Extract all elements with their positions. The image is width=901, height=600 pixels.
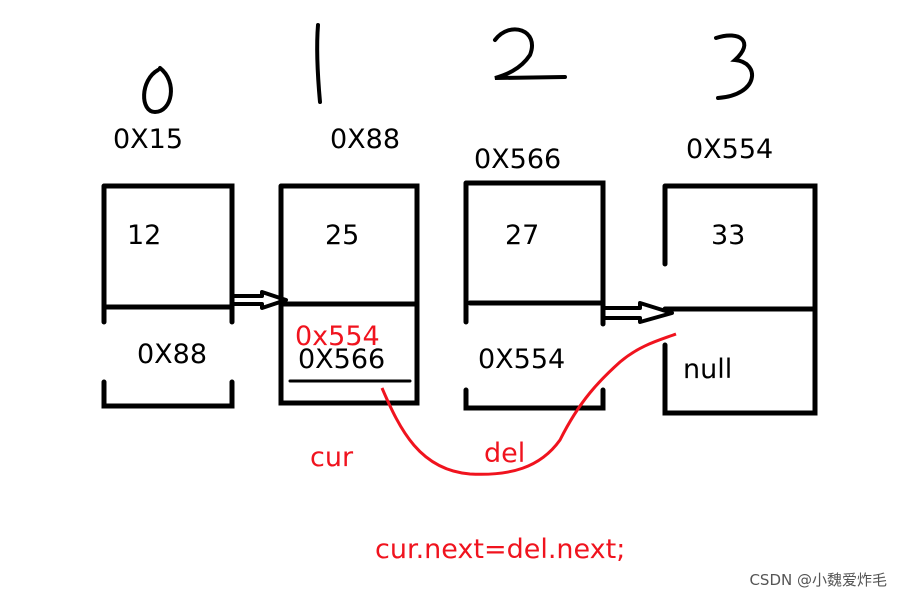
node-3-address: 0X554: [686, 134, 774, 165]
index-1-glyph: [315, 23, 322, 104]
node-1-next-new: 0x554: [295, 321, 380, 352]
node-1-address: 0X88: [330, 124, 401, 155]
node-2-value: 27: [505, 220, 540, 251]
cur-label: cur: [310, 442, 354, 473]
node-3-box: [662, 183, 818, 416]
node-0-value: 12: [127, 220, 162, 251]
index-0-glyph: [142, 66, 173, 115]
red-link-cur-to-node3: [380, 332, 677, 476]
node-0-box: [101, 183, 235, 409]
node-3-next: null: [683, 354, 733, 385]
node-0-next: 0X88: [137, 339, 208, 370]
node-3-value: 33: [711, 220, 746, 251]
arrow-node0-to-node1: [231, 290, 288, 310]
index-2-glyph: [493, 27, 567, 80]
node-2-next: 0X554: [478, 344, 566, 375]
watermark: CSDN @小魏爱炸毛: [749, 571, 887, 589]
node-1-value: 25: [325, 220, 360, 251]
node-1-box: [278, 183, 420, 406]
arrow-node2-to-node3: [603, 301, 674, 324]
node-2-box: [463, 180, 606, 411]
del-label: del: [484, 438, 526, 469]
node-2-address: 0X566: [474, 144, 562, 175]
index-3-glyph: [714, 33, 754, 100]
node-0-address: 0X15: [113, 124, 184, 155]
code-statement: cur.next=del.next;: [375, 534, 626, 565]
node-1-next: 0X566: [298, 344, 386, 375]
